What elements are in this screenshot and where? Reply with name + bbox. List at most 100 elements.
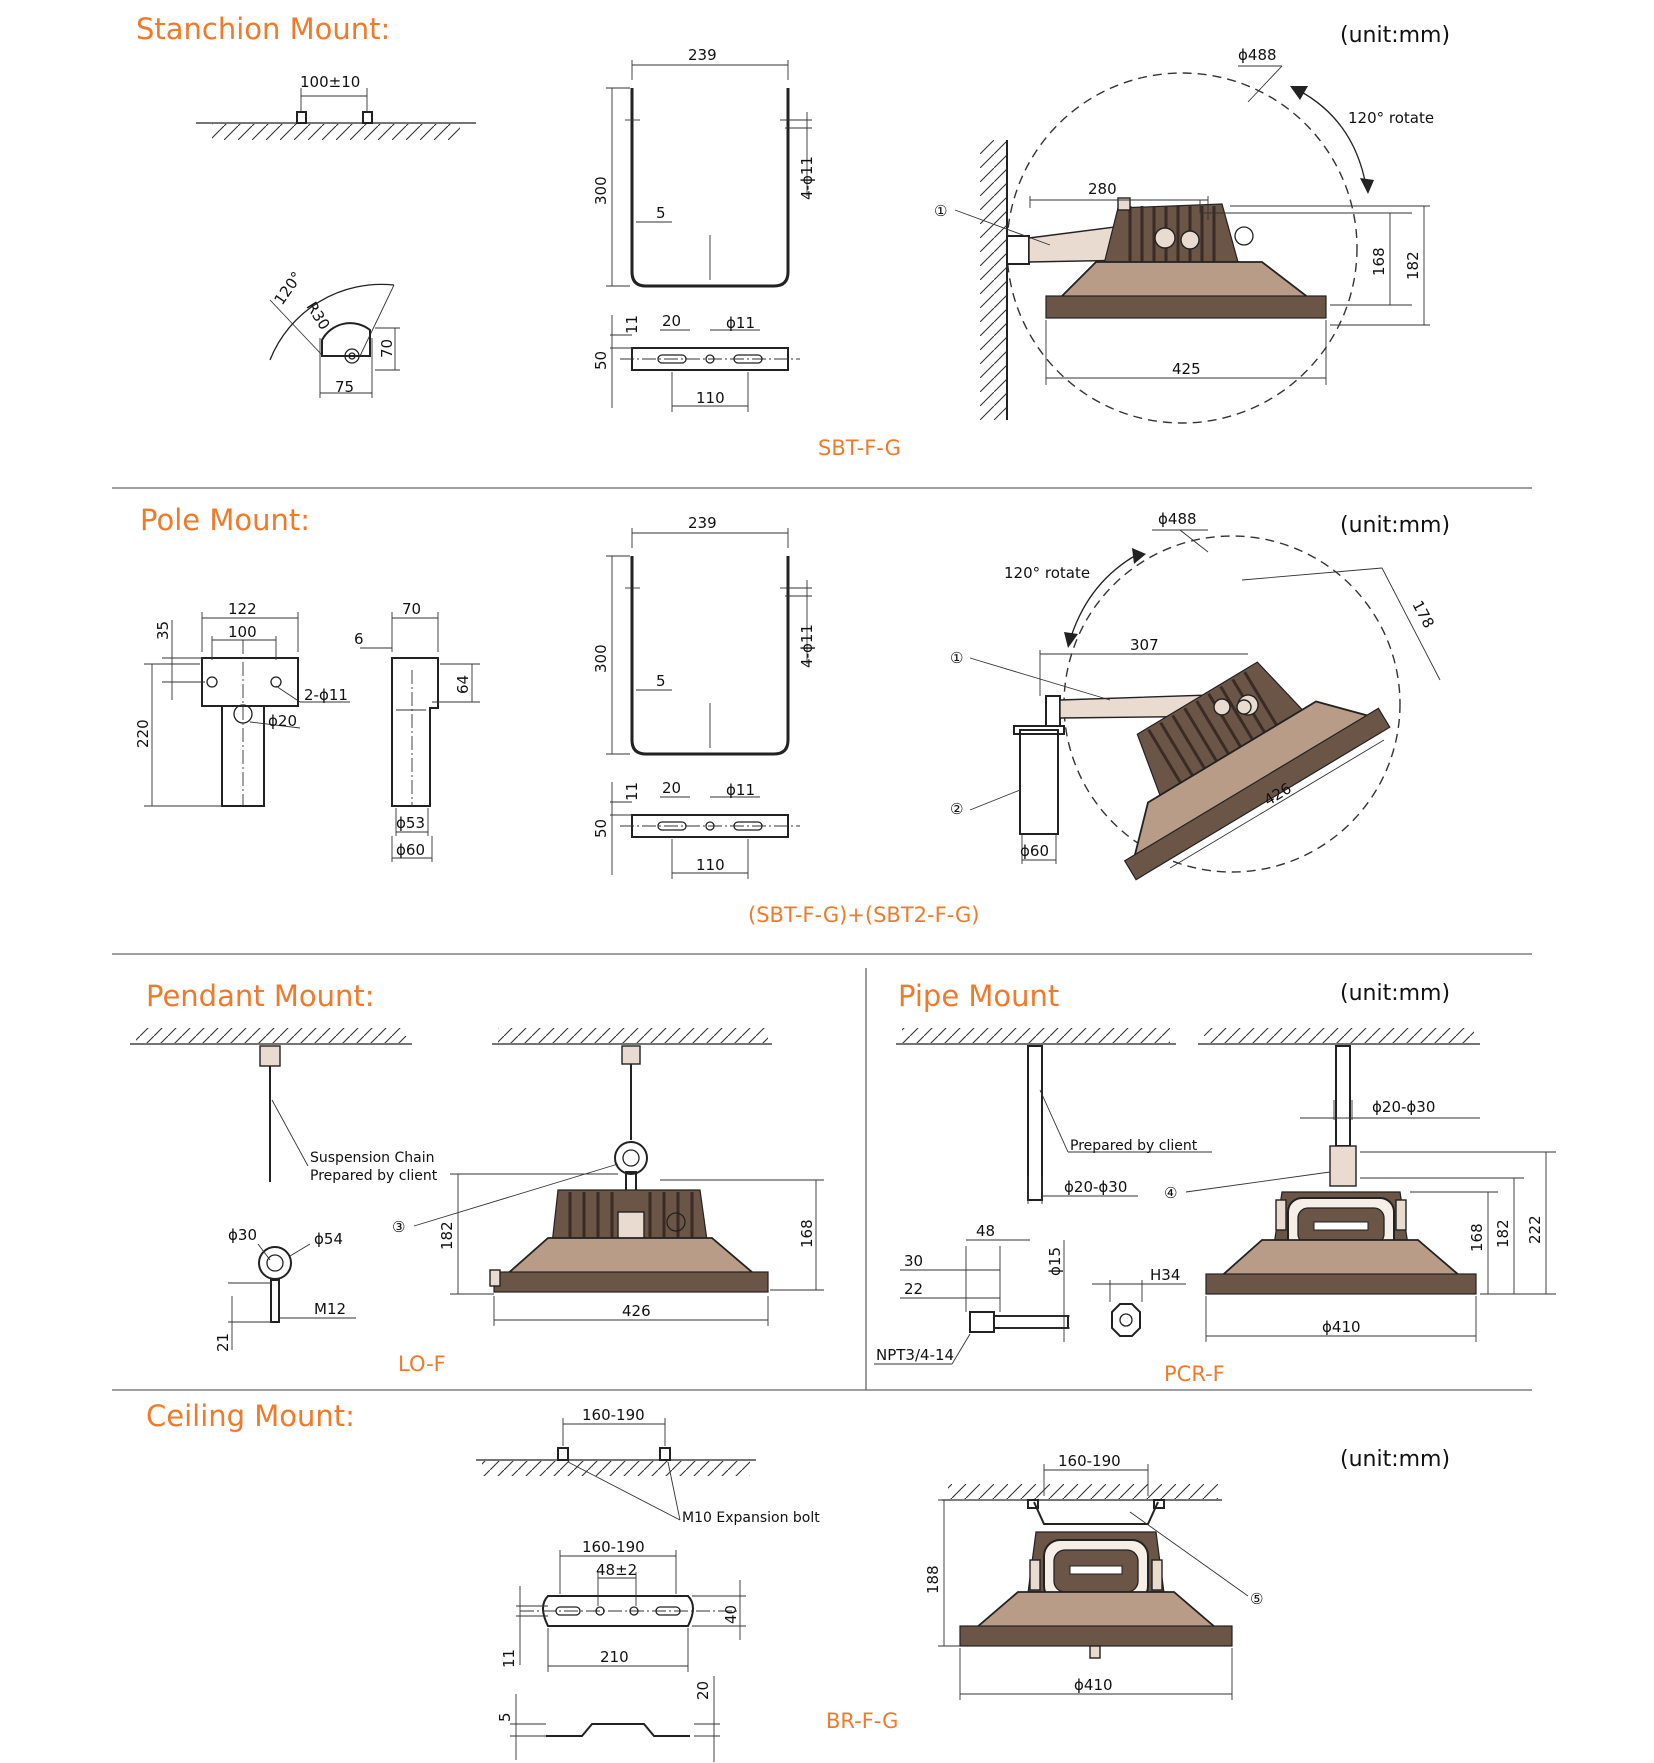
ceiling-luminaire-view: 160-190 188 ϕ410 ⑤ — [924, 1452, 1263, 1700]
dimension-label: 160-190 — [582, 1538, 645, 1556]
dimension-label: 300 — [592, 644, 610, 673]
dimension-label: 222 — [1526, 1215, 1544, 1244]
dimension-label: 20 — [662, 312, 681, 330]
bolt-note: M10 Expansion bolt — [682, 1510, 820, 1526]
dimension-label: 182 — [1404, 251, 1422, 280]
dimension-label: ϕ488 — [1158, 510, 1197, 528]
dimension-label: H34 — [1150, 1266, 1180, 1284]
dimension-label: 21 — [214, 1333, 232, 1352]
dimension-label: 160-190 — [1058, 1452, 1121, 1470]
callout-number: ① — [934, 202, 947, 220]
dimension-label: 20 — [662, 779, 681, 797]
dimension-label: 178 — [1408, 597, 1437, 631]
pole-clamp-front-view: 122 100 35 220 2-ϕ11 ϕ20 — [134, 600, 350, 807]
dimension-label: ϕ11 — [726, 314, 755, 332]
model-code: (SBT-F-G)+(SBT2-F-G) — [748, 903, 979, 927]
dimension-label: ϕ30 — [228, 1226, 257, 1244]
dimension-label: 300 — [592, 176, 610, 205]
dimension-label: 40 — [722, 1605, 740, 1624]
dimension-label: ϕ15 — [1046, 1247, 1064, 1276]
slotted-plate-view: 11 20 ϕ11 50 110 — [592, 312, 800, 412]
dimension-label: 2-ϕ11 — [304, 686, 348, 704]
pendant-section: Pendant Mount: Suspension Chain Prepared… — [130, 979, 824, 1376]
dimension-label: 50 — [592, 819, 610, 838]
dimension-label: ϕ60 — [1020, 842, 1049, 860]
dimension-label: ϕ410 — [1074, 1676, 1113, 1694]
model-code: BR-F-G — [826, 1709, 898, 1733]
dimension-label: ϕ410 — [1322, 1318, 1361, 1336]
dimension-label: 4-ϕ11 — [798, 156, 816, 200]
unit-label: (unit:mm) — [1340, 981, 1450, 1006]
u-bracket-view: 239 300 5 4-ϕ11 — [592, 514, 816, 756]
pole-section: Pole Mount: (unit:mm) 122 100 35 220 — [134, 503, 1450, 927]
pole-sleeve-side-view: 70 6 64 ϕ53 ϕ60 — [354, 600, 480, 862]
pole-luminaire-view: ϕ60 307 178 — [950, 510, 1441, 881]
ceiling-section: Ceiling Mount: (unit:mm) 160-190 M10 Exp… — [146, 1399, 1450, 1762]
dimension-label: 110 — [696, 856, 725, 874]
section-title: Pole Mount: — [140, 503, 310, 537]
dimension-label: 100 — [228, 623, 257, 641]
dimension-label: 168 — [798, 1219, 816, 1248]
callout-number: ④ — [1164, 1184, 1177, 1202]
section-title: Stanchion Mount: — [136, 12, 390, 46]
bracket-angle-view: 120° R30 70 75 — [269, 268, 400, 398]
dimension-label: 280 — [1088, 180, 1117, 198]
dimension-label: ϕ20-ϕ30 — [1372, 1098, 1435, 1116]
dimension-label: 22 — [904, 1280, 923, 1298]
unit-label: (unit:mm) — [1340, 513, 1450, 538]
dimension-label: 11 — [623, 782, 641, 801]
section-title: Pipe Mount — [898, 979, 1059, 1013]
dimension-label: ϕ488 — [1238, 46, 1277, 64]
dimension-label: 11 — [623, 315, 641, 334]
dimension-label: NPT3/4-14 — [876, 1346, 954, 1364]
dimension-label: 100±10 — [300, 73, 360, 91]
dimension-label: ϕ54 — [314, 1230, 343, 1248]
dimension-label: 35 — [154, 621, 172, 640]
dimension-label: 4-ϕ11 — [798, 624, 816, 668]
dimension-label: ϕ11 — [726, 781, 755, 799]
dimension-label: 239 — [688, 46, 717, 64]
dimension-label: 70 — [402, 600, 421, 618]
section-title: Ceiling Mount: — [146, 1399, 355, 1433]
eye-bolt-view: 21 ϕ30 ϕ54 M12 — [214, 1226, 356, 1352]
dimension-label: ϕ60 — [396, 841, 425, 859]
callout-number: ② — [950, 800, 963, 818]
dimension-label: 5 — [496, 1712, 514, 1722]
wall-luminaire-view: 280 168 182 425 ϕ488 120° rotate ① — [934, 46, 1434, 424]
dimension-label: 11 — [500, 1649, 518, 1668]
dimension-label: 188 — [924, 1565, 942, 1594]
callout-number: ① — [950, 649, 963, 667]
pipe-note: Prepared by client — [1070, 1138, 1198, 1154]
dimension-label: 307 — [1130, 636, 1159, 654]
pipe-luminaire-view: ϕ20-ϕ30 222 182 168 ϕ410 ④ — [1164, 1028, 1556, 1342]
dimension-label: 110 — [696, 389, 725, 407]
dimension-label: 122 — [228, 600, 257, 618]
suspension-chain-view: Suspension Chain Prepared by client — [130, 1028, 438, 1184]
pipe-thread-view: Prepared by client ϕ20-ϕ30 48 30 22 ϕ15 … — [874, 1028, 1212, 1365]
slotted-plate-view: 11 20 ϕ11 50 110 — [592, 779, 800, 879]
dimension-label: 168 — [1370, 247, 1388, 276]
ceiling-bracket-plate-view: 160-190 48±2 40 11 210 — [500, 1538, 746, 1672]
dimension-label: 48±2 — [596, 1561, 637, 1579]
rotation-label: 120° rotate — [1004, 564, 1090, 582]
unit-label: (unit:mm) — [1340, 23, 1450, 48]
dimension-label: 425 — [1172, 360, 1201, 378]
dimension-label: ϕ20 — [268, 712, 297, 730]
dimension-label: ϕ53 — [396, 814, 425, 832]
dimension-label: 210 — [600, 1648, 629, 1666]
dimension-label: 50 — [592, 351, 610, 370]
dimension-label: 160-190 — [582, 1406, 645, 1424]
unit-label: (unit:mm) — [1340, 1447, 1450, 1472]
dimension-label: 6 — [354, 630, 364, 648]
dimension-label: 426 — [622, 1302, 651, 1320]
u-bracket-view: 239 300 5 4-ϕ11 — [592, 46, 816, 288]
model-code: SBT-F-G — [818, 436, 901, 460]
dimension-label: 239 — [688, 514, 717, 532]
section-title: Pendant Mount: — [146, 979, 375, 1013]
dimension-label: 220 — [134, 719, 152, 748]
dimension-label: 182 — [1494, 1219, 1512, 1248]
dimension-label: 75 — [335, 378, 354, 396]
bolt-spacing-view: 100±10 — [196, 73, 476, 140]
dimension-label: 182 — [438, 1221, 456, 1250]
